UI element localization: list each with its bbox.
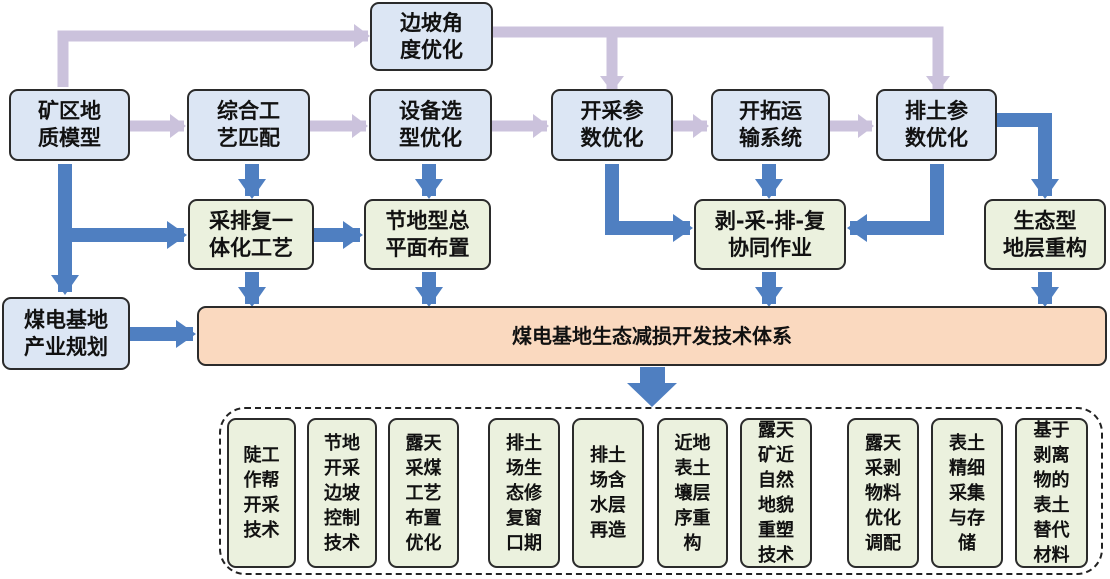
node-integrated-process: 采排复一 体化工艺 [188, 199, 314, 270]
technology-group-frame [219, 407, 1103, 575]
node-base-industry-planning: 煤电基地 产业规划 [2, 297, 130, 370]
arrow-slope-to-mining [493, 26, 624, 92]
arrow-geo-to-integrated [58, 164, 187, 249]
tech-topsoil-collection-storage: 表土 精细 采集 与存 储 [931, 418, 1003, 568]
node-land-saving-layout: 节地型总 平面布置 [364, 199, 491, 270]
tech-land-saving-slope-control: 节地 开采 边坡 控制 技术 [307, 418, 377, 568]
node-mine-geological-model: 矿区地 质模型 [9, 89, 130, 161]
arrow-slope-to-dump [612, 26, 950, 92]
tech-topsoil-substitute-material: 基于 剥离 物的 表土 替代 材料 [1015, 418, 1088, 568]
node-mining-parameters: 开采参 数优化 [551, 89, 673, 161]
tech-coal-process-layout: 露天 采煤 工艺 布置 优化 [388, 418, 459, 568]
node-transport-system: 开拓运 输系统 [711, 89, 830, 161]
arrow-dump-to-coop [847, 164, 944, 242]
node-dump-parameters: 排土参 数优化 [876, 89, 997, 161]
node-slope-angle-optimization: 边坡角 度优化 [370, 2, 493, 71]
tech-landform-reshaping: 露天 矿近 自然 地貌 重塑 技术 [740, 418, 812, 568]
tech-material-allocation: 露天 采剥 物料 优化 调配 [847, 418, 919, 568]
node-process-matching: 综合工 艺匹配 [187, 89, 310, 161]
node-ecological-strata-reconstruction: 生态型 地层重构 [984, 199, 1106, 270]
arrow-mining-to-coop [605, 164, 693, 242]
arrow-system-to-techs [627, 367, 677, 407]
arrow-dump-to-eco [997, 113, 1059, 199]
tech-dump-restoration-window: 排土 场生 态修 复窗 口期 [488, 418, 560, 568]
node-main-technology-system: 煤电基地生态减损开发技术体系 [197, 306, 1107, 366]
tech-soil-layer-reconstruction: 近地 表土 壤层 序重 构 [657, 418, 728, 568]
tech-aquifer-reconstruction: 排土 场含 水层 再造 [572, 418, 644, 568]
node-cooperative-operation: 剥-采-排-复 协同作业 [694, 199, 846, 270]
node-equipment-selection: 设备选 型优化 [369, 89, 492, 161]
arrow-geo-to-slope [57, 24, 370, 87]
tech-steep-working-slope: 陡工 作帮 开采 技术 [227, 418, 296, 568]
